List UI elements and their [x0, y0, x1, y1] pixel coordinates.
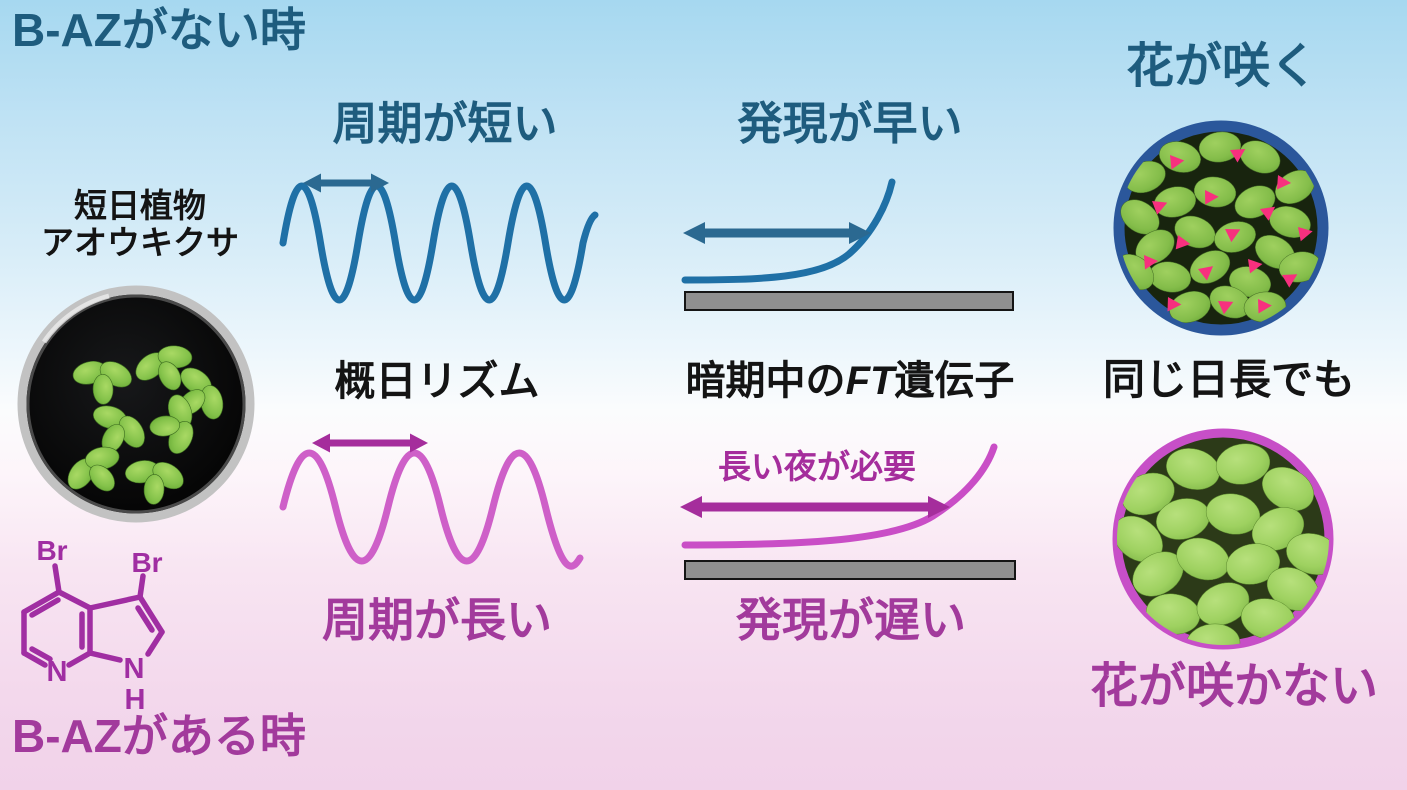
h-label: H — [125, 684, 146, 716]
flowers-bloom-label: 花が咲く — [1125, 40, 1318, 93]
flowering-plants-photo — [1113, 120, 1329, 336]
slow-expression-label: 発現が遅い — [736, 594, 966, 646]
br-left-label: Br — [36, 535, 67, 566]
dark-period-bar-bottom — [684, 560, 1016, 580]
ft-gene-prefix: 暗期中の — [685, 359, 846, 403]
plant-species-label: 短日植物 アオウキクサ — [28, 187, 252, 262]
non-flowering-plants-photo — [1112, 428, 1334, 650]
title-with-baz: B-AZがある時 — [12, 710, 306, 762]
slow-expression-curve — [681, 443, 998, 549]
long-period-arrow — [312, 433, 428, 453]
same-daylength-label: 同じ日長でも — [1102, 356, 1355, 403]
long-period-label: 周期が長い — [322, 594, 552, 646]
long-night-needed-label: 長い夜が必要 — [718, 448, 916, 485]
dark-period-bar-top — [684, 291, 1014, 311]
short-period-arrow — [303, 173, 389, 193]
ft-gene-suffix: 遺伝子 — [894, 359, 1015, 403]
long-night-arrow — [680, 496, 950, 518]
ft-gene-name: FT — [845, 359, 895, 403]
long-period-wave — [279, 449, 584, 570]
short-period-label: 周期が短い — [332, 98, 558, 149]
short-period-wave — [279, 182, 599, 304]
n-pyrrole-label: N — [124, 653, 145, 685]
plant-species-line1: 短日植物 — [74, 187, 206, 224]
circadian-rhythm-label: 概日リズム — [334, 358, 540, 404]
petri-dish-photo — [17, 285, 255, 523]
br-right-label: Br — [131, 547, 162, 578]
fast-expression-curve — [681, 178, 896, 284]
compound-structure-b-az: Br Br N N H — [21, 535, 165, 716]
no-bloom-label: 花が咲かない — [1089, 660, 1378, 713]
plant-species-line2: アオウキクサ — [41, 223, 239, 261]
short-night-arrow — [683, 222, 871, 244]
fast-expression-label: 発現が早い — [737, 98, 963, 149]
flowering-fronds — [1119, 131, 1322, 323]
title-no-baz: B-AZがない時 — [12, 4, 306, 56]
n-pyridine-label: N — [47, 656, 68, 688]
ft-gene-label: 暗期中のFT遺伝子 — [660, 360, 1040, 402]
